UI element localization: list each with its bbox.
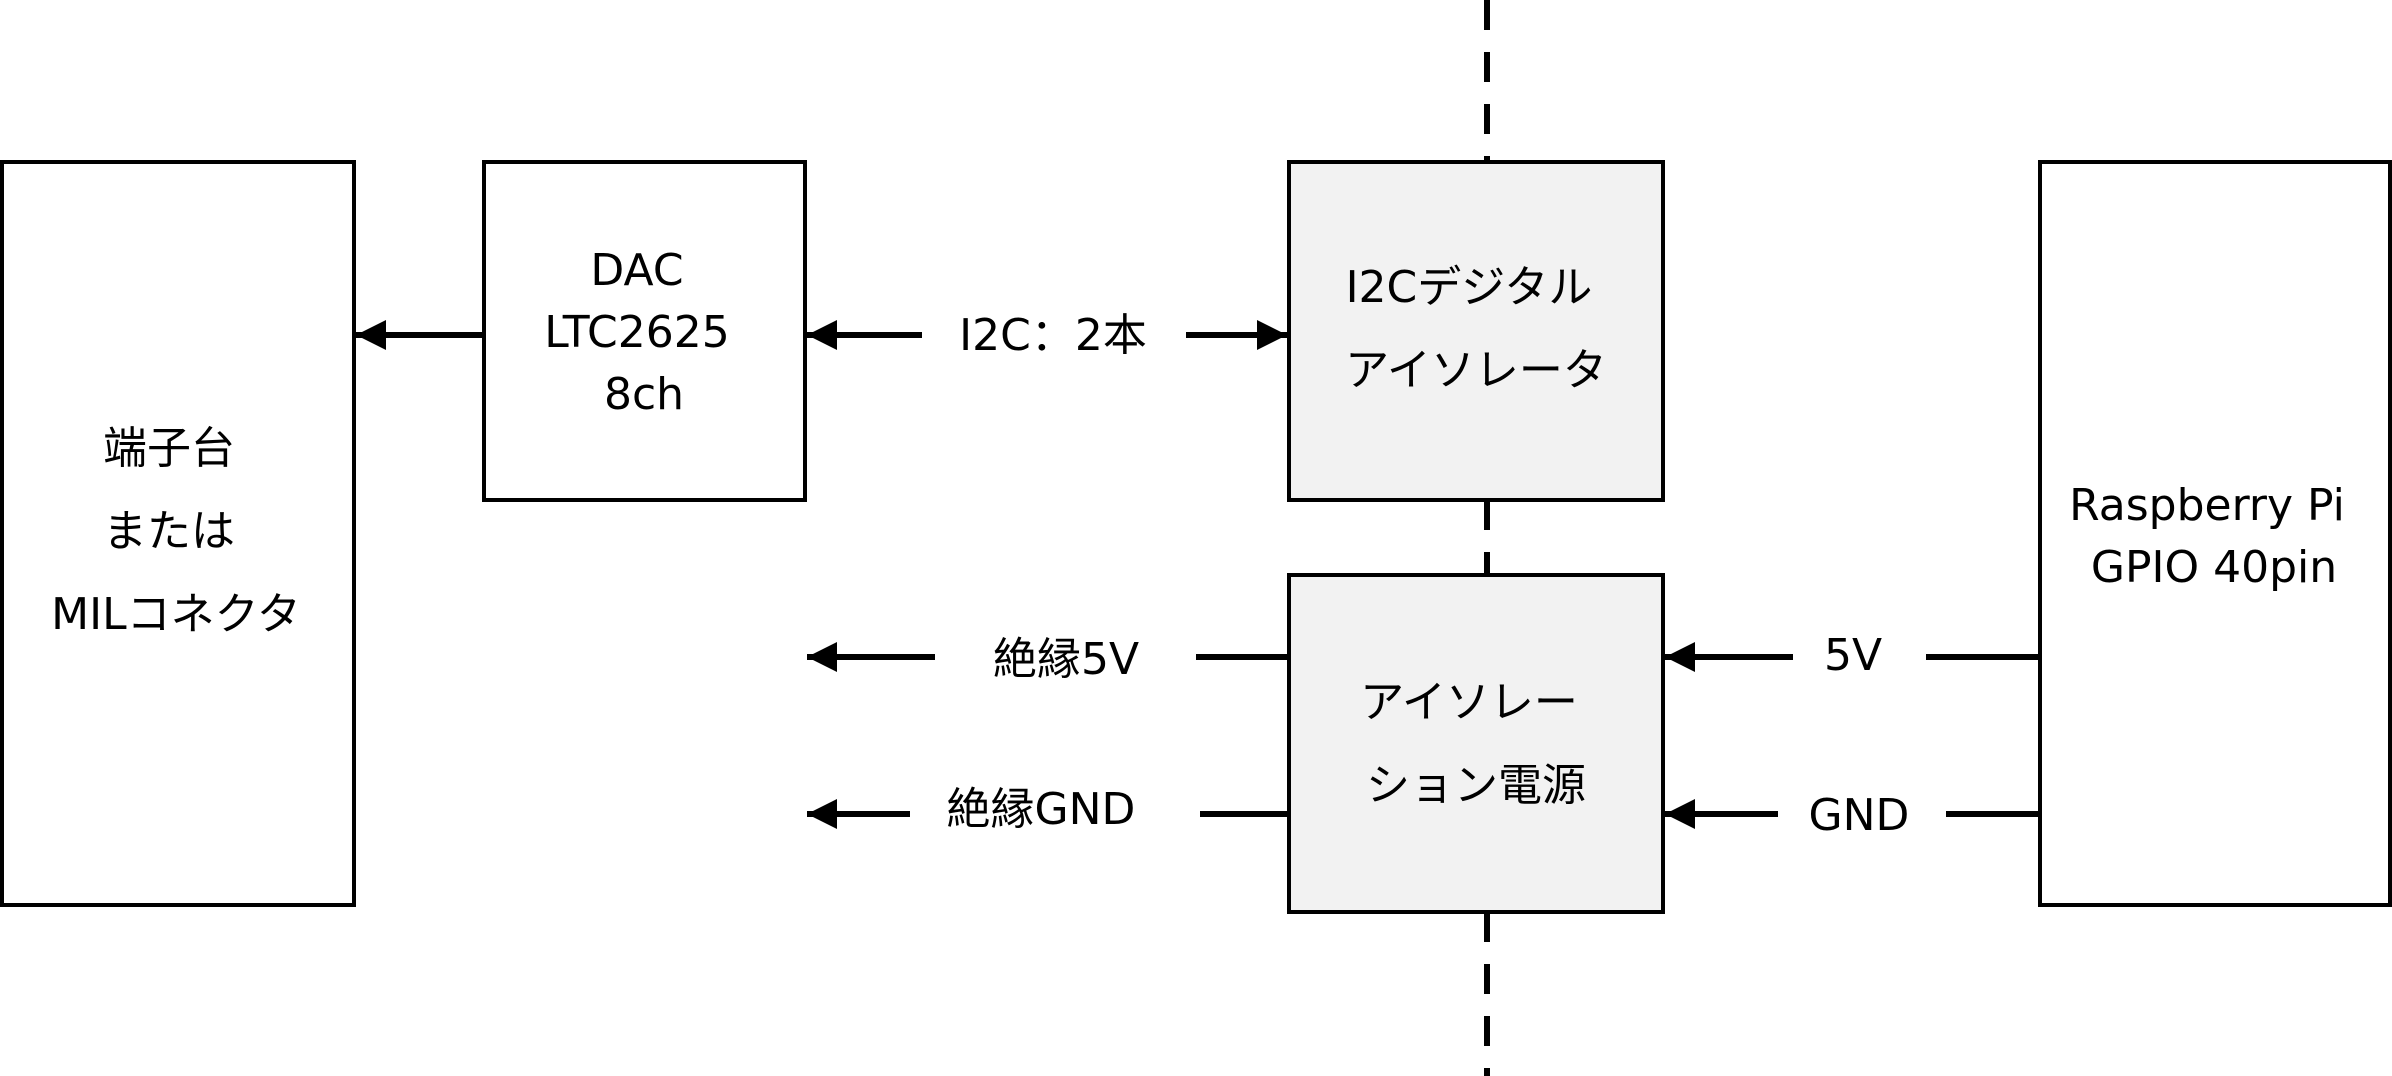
pi-gnd-label: GND — [1809, 790, 1910, 841]
raspberry-pi-block — [2038, 160, 2392, 907]
i2c-isolator-block — [1287, 160, 1665, 502]
isolated-power-block — [1287, 573, 1665, 914]
i2c-isolator-block-label: I2Cデジタル アイソレータ — [1345, 262, 1607, 396]
isolated-power-block-label: アイソレー ション電源 — [1360, 677, 1592, 811]
isolated-gnd-label: 絶縁GND — [947, 784, 1136, 835]
pi-5v-label: 5V — [1824, 630, 1882, 681]
terminal-block-label: 端子台 または MILコネクタ — [51, 423, 301, 640]
terminal-block — [0, 160, 356, 907]
i2c-connection-label: I2C：2本 — [959, 310, 1147, 361]
raspberry-pi-block-label: Raspberry Pi GPIO 40pin — [2069, 480, 2359, 593]
isolated-5v-label: 絶縁5V — [993, 634, 1139, 685]
dac-block — [482, 160, 807, 502]
dac-block-label: DAC LTC2625 8ch — [544, 245, 743, 420]
